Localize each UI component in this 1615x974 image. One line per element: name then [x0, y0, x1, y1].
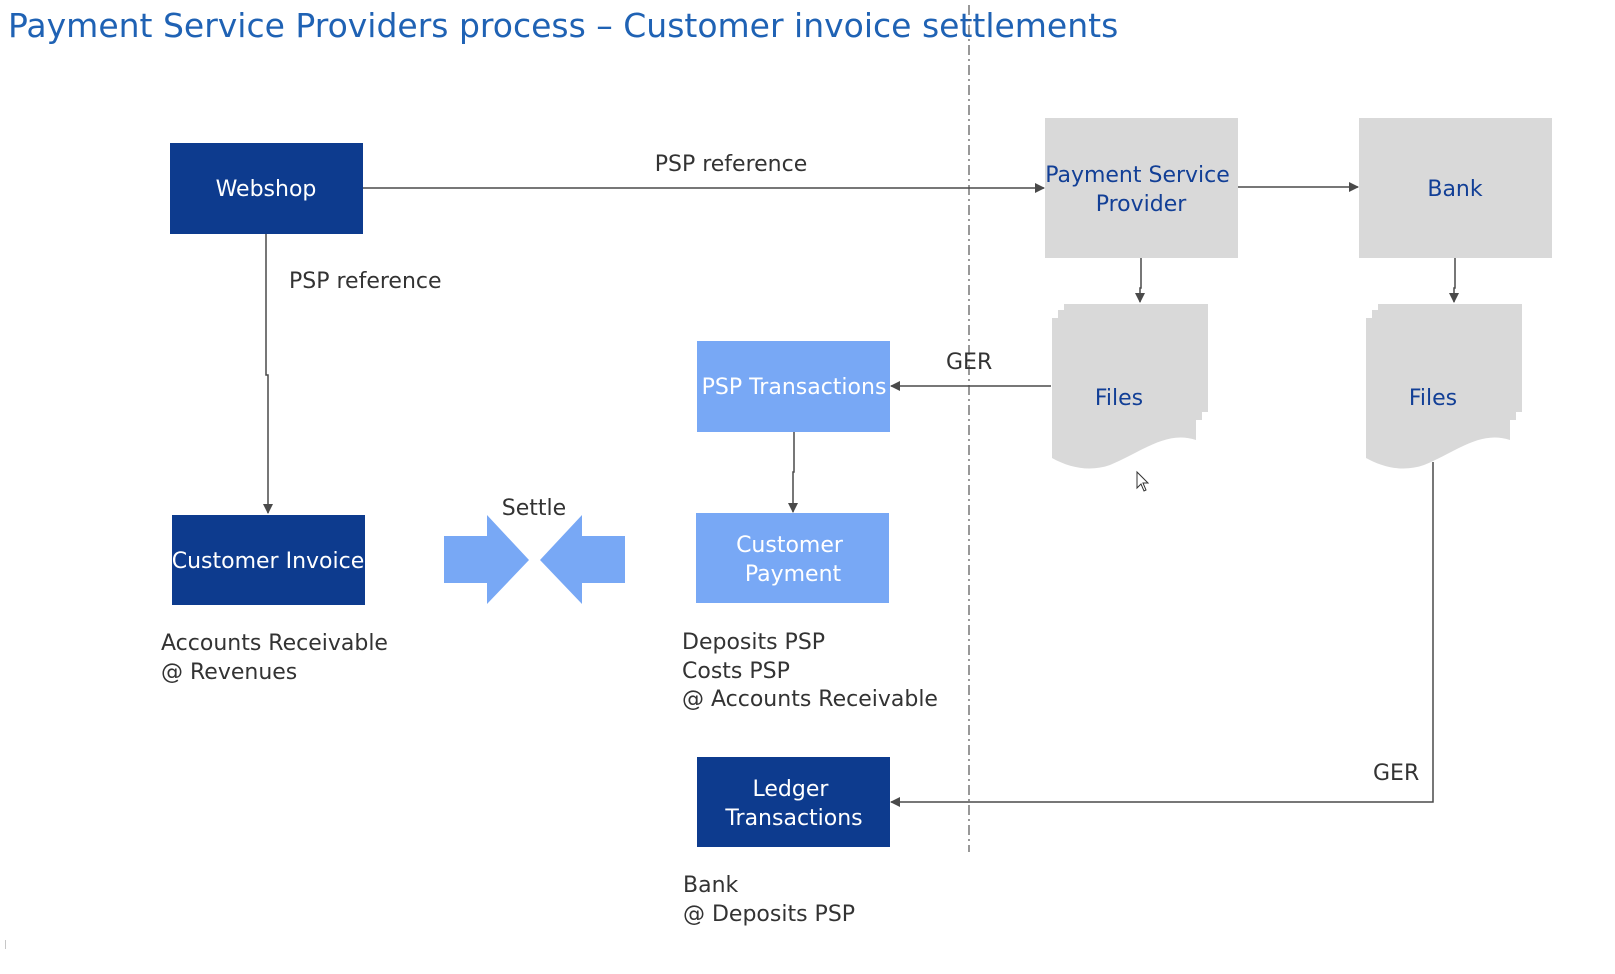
node-ledger-transactions-label: Ledger Transactions	[724, 777, 862, 831]
node-customer-invoice	[172, 515, 365, 605]
node-bank	[1359, 118, 1552, 258]
node-bank-label: Bank	[1427, 177, 1483, 202]
note-payment: Deposits PSP Costs PSP @ Accounts Receiv…	[682, 630, 938, 712]
node-webshop	[170, 143, 363, 234]
note-ledger-line2: @ Deposits PSP	[683, 902, 855, 927]
edge-label-webshop-psp: PSP reference	[655, 152, 808, 177]
document-stack-icon	[1366, 304, 1522, 469]
connector-psp-files	[1135, 258, 1145, 303]
node-psp-transactions	[697, 341, 890, 432]
node-payment-service-provider	[1045, 118, 1238, 258]
node-psp-transactions-label: PSP Transactions	[702, 375, 887, 400]
node-files-bank-label: Files	[1409, 386, 1457, 411]
node-ledger-line2: Transactions	[724, 806, 862, 831]
node-customer-invoice-label: Customer Invoice	[172, 549, 365, 574]
connector-psp-transactions-payment	[788, 432, 798, 513]
node-ledger-line1: Ledger	[753, 777, 830, 802]
mouse-cursor-icon	[1136, 470, 1150, 492]
node-psp-label-line1: Payment Service	[1045, 163, 1230, 188]
copyright-footer: |	[4, 940, 7, 950]
edge-label-ger-psp: GER	[946, 350, 992, 375]
node-ledger-transactions	[697, 757, 890, 847]
node-webshop-label: Webshop	[216, 177, 317, 202]
note-payment-line3: @ Accounts Receivable	[682, 687, 938, 712]
connector-webshop-invoice	[263, 234, 273, 514]
node-customer-payment-label: Customer Payment	[736, 533, 850, 587]
note-ledger-line1: Bank	[683, 873, 739, 898]
note-invoice: Accounts Receivable @ Revenues	[161, 631, 395, 685]
node-files-psp-label: Files	[1095, 386, 1143, 411]
node-psp-label: Payment Service Provider	[1045, 163, 1237, 217]
node-customer-payment	[696, 513, 889, 603]
edge-label-ger-bank: GER	[1373, 761, 1419, 786]
document-stack-icon	[1052, 304, 1208, 469]
connector-bank-files-ledger	[890, 462, 1434, 807]
edge-label-webshop-invoice: PSP reference	[289, 269, 442, 294]
settle-arrows-icon	[444, 515, 625, 604]
settle-label: Settle	[502, 496, 566, 521]
node-customer-payment-line1: Customer	[736, 533, 844, 558]
note-invoice-line1: Accounts Receivable	[161, 631, 388, 656]
note-payment-line1: Deposits PSP	[682, 630, 825, 655]
note-payment-line2: Costs PSP	[682, 659, 790, 684]
page-title: Payment Service Providers process – Cust…	[8, 6, 1118, 45]
note-invoice-line2: @ Revenues	[161, 660, 297, 685]
node-customer-payment-line2: Payment	[745, 562, 842, 587]
note-ledger: Bank @ Deposits PSP	[683, 873, 855, 927]
node-psp-label-line2: Provider	[1096, 192, 1188, 217]
connector-bank-files	[1449, 258, 1459, 303]
